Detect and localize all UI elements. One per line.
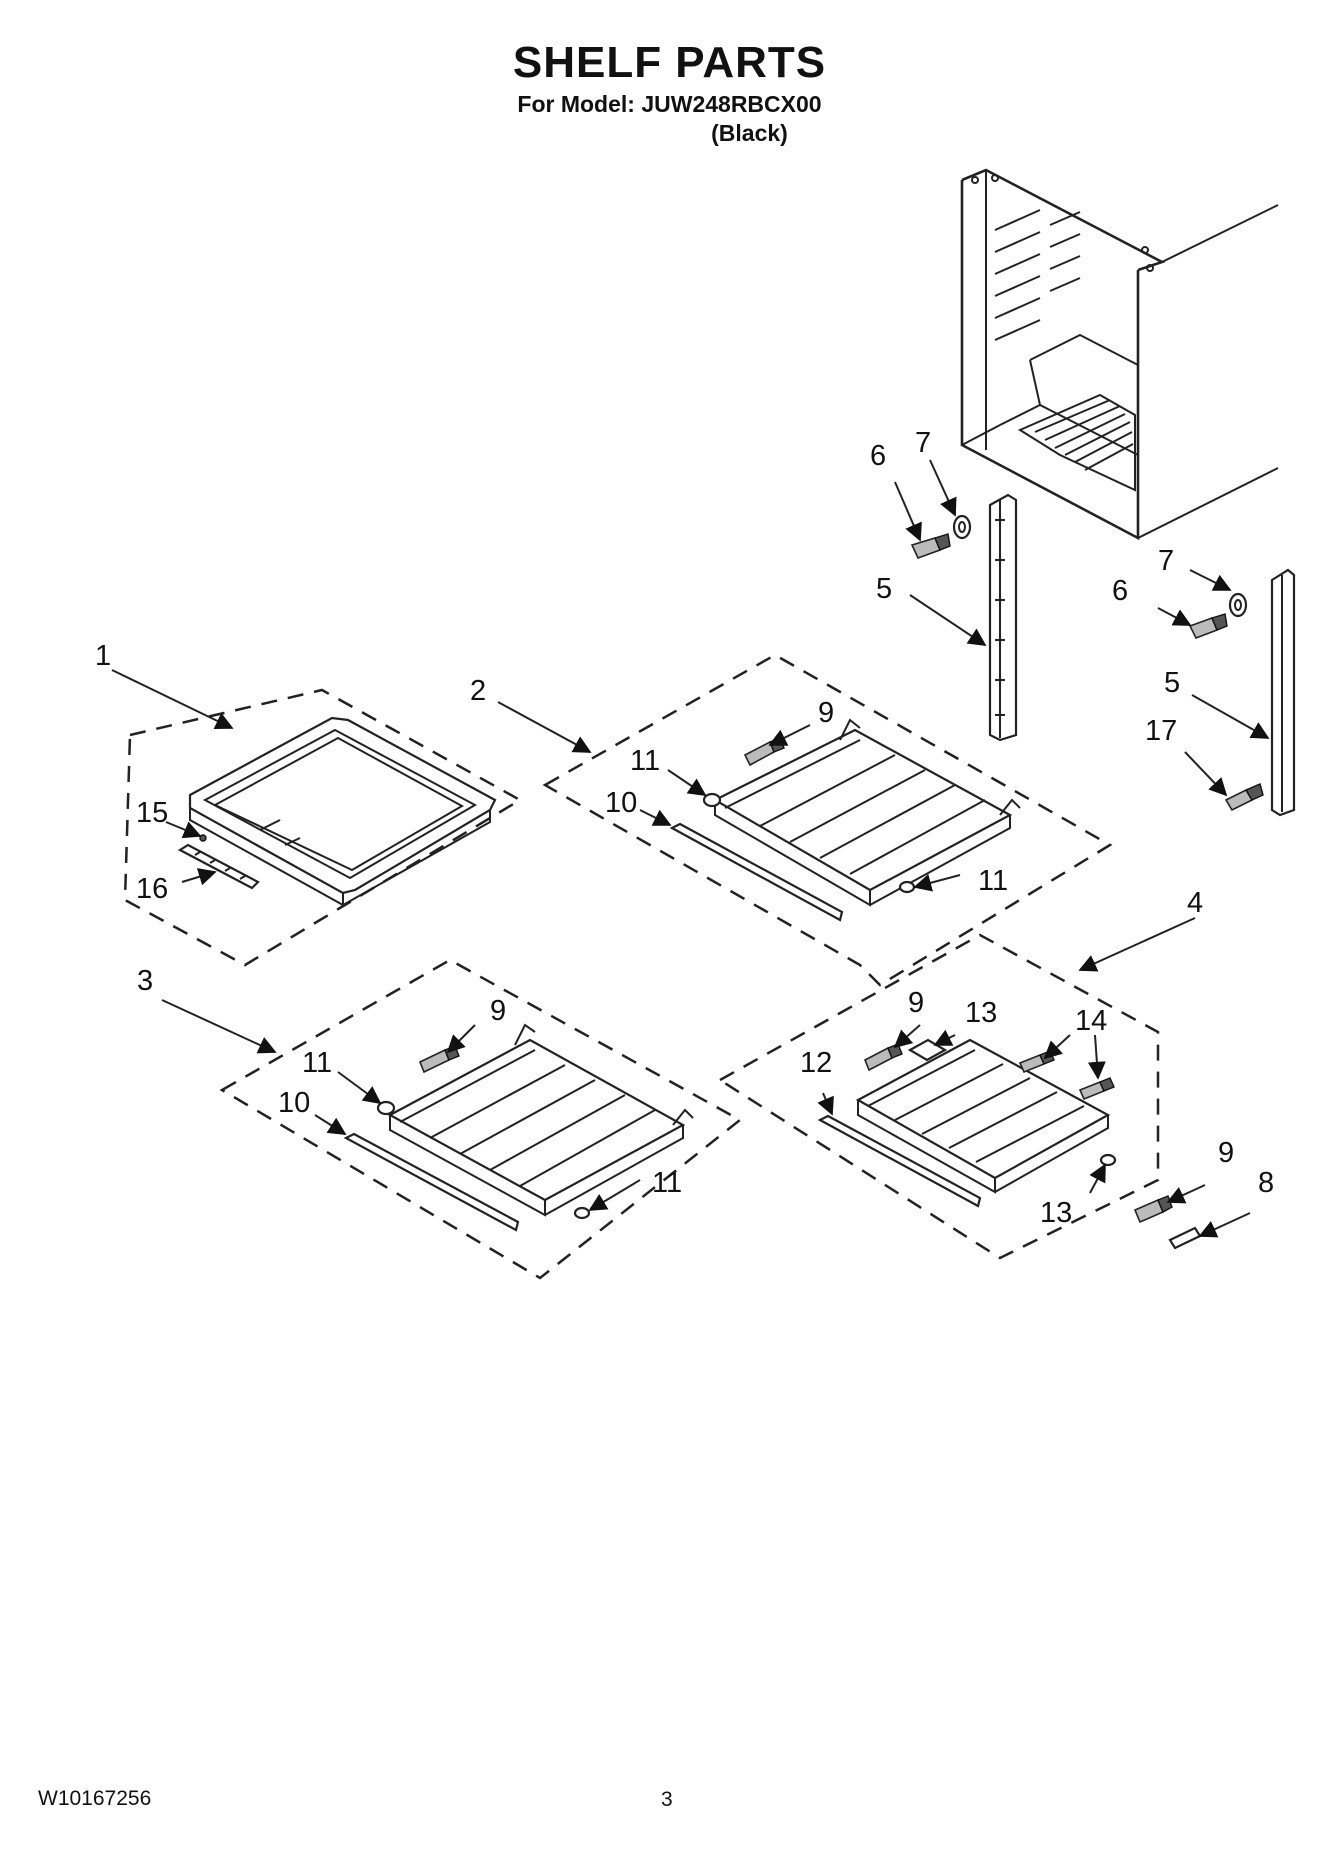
shelf-rail-left — [988, 493, 1018, 742]
screw-9-group-2 — [743, 737, 785, 767]
wire-shelf-4 — [855, 1038, 1111, 1194]
callout-17: 17 — [1145, 715, 1177, 747]
group-3-boundary — [219, 958, 743, 1280]
light-lens-16 — [177, 843, 260, 890]
callout-3: 3 — [137, 965, 153, 997]
callout-11-group-3-right: 11 — [652, 1167, 682, 1199]
callout-13-lower: 13 — [1040, 1197, 1072, 1229]
document-number: W10167256 — [38, 1787, 152, 1810]
screw-9-group-4 — [863, 1043, 903, 1072]
callout-5-left: 5 — [876, 573, 892, 605]
callout-6-lower: 6 — [1112, 575, 1128, 607]
callout-9-group-2: 9 — [818, 697, 834, 729]
callout-1: 1 — [95, 640, 111, 672]
slide-11-group-3-left — [376, 1100, 396, 1116]
callout-11-group-3-left: 11 — [302, 1047, 332, 1079]
callout-9-loose: 9 — [1218, 1137, 1234, 1169]
shelf-cover-1 — [188, 716, 497, 907]
washer-7-lower — [1228, 592, 1248, 618]
callout-6-upper: 6 — [870, 440, 886, 472]
page-header: SHELF PARTS For Model: JUW248RBCX00 (Bla… — [0, 36, 1339, 148]
callout-9-group-3: 9 — [490, 995, 506, 1027]
callout-2: 2 — [470, 675, 486, 707]
callout-11-group-2-right: 11 — [978, 865, 1008, 897]
wire-shelf-2 — [712, 718, 1021, 907]
screw-6-upper — [910, 533, 951, 560]
callout-10-upper: 10 — [605, 787, 637, 819]
screw-9-loose — [1133, 1195, 1173, 1224]
callout-5-right: 5 — [1164, 667, 1180, 699]
callout-4: 4 — [1187, 887, 1203, 919]
front-trim-12 — [817, 1114, 982, 1208]
screw-9-group-3 — [418, 1045, 460, 1074]
callout-11-group-2-left: 11 — [630, 745, 660, 777]
callout-leaders — [111, 459, 1270, 1238]
slide-11-group-3-right — [573, 1206, 591, 1220]
screw-15 — [199, 834, 207, 842]
callout-13-upper: 13 — [965, 997, 997, 1029]
callout-7-upper: 7 — [915, 427, 931, 459]
color-line: (Black) — [711, 120, 788, 146]
front-trim-10-lower — [343, 1132, 520, 1232]
screw-17 — [1224, 783, 1264, 812]
callout-7-lower: 7 — [1158, 545, 1174, 577]
callout-16: 16 — [136, 873, 168, 905]
callout-10-lower: 10 — [278, 1087, 310, 1119]
slide-11-group-2-right — [898, 880, 916, 894]
model-line: For Model: JUW248RBCX00 — [517, 91, 822, 117]
callout-9-group-4: 9 — [908, 987, 924, 1019]
washer-7-upper — [952, 514, 972, 540]
callout-labels: 1 2 3 4 5 5 6 6 7 7 8 9 9 9 9 10 10 11 1… — [95, 427, 1274, 1229]
slide-11-group-2-left — [702, 792, 722, 808]
screw-14-right — [1078, 1077, 1115, 1101]
group-2-boundary — [542, 653, 1113, 987]
clip-8 — [1168, 1226, 1202, 1250]
bracket-13-lower — [1099, 1153, 1117, 1167]
callout-14: 14 — [1075, 1005, 1107, 1037]
page-number: 3 — [661, 1788, 673, 1811]
page-title: SHELF PARTS — [512, 38, 827, 87]
callout-15: 15 — [136, 797, 168, 829]
wire-shelf-3 — [387, 1023, 694, 1217]
group-1-boundary — [123, 688, 523, 967]
front-trim-10-upper — [669, 822, 844, 922]
shelf-rail-right — [1270, 568, 1296, 817]
screw-6-lower — [1188, 613, 1228, 640]
callout-12: 12 — [800, 1047, 832, 1079]
cabinet-interior-illustration — [960, 168, 1279, 541]
callout-8: 8 — [1258, 1167, 1274, 1199]
group-4-boundary — [717, 933, 1160, 1260]
